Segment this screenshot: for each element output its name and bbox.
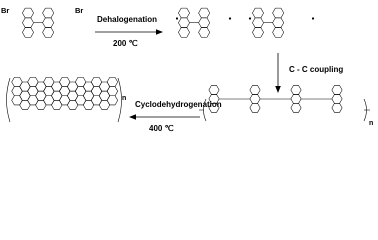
benzene-ring bbox=[42, 27, 55, 38]
dehalogenation-label: Dehalogenation bbox=[97, 15, 157, 24]
benzene-ring bbox=[272, 7, 285, 19]
benzene-ring bbox=[42, 17, 55, 28]
benzene-ring bbox=[290, 94, 302, 104]
biradical-intermediates bbox=[178, 7, 285, 38]
cyclodehydrogenation-label: Cyclodehydrogenation bbox=[135, 100, 222, 109]
coupling-label: C - C coupling bbox=[289, 65, 343, 74]
benzene-ring bbox=[178, 7, 190, 19]
benzene-ring bbox=[208, 103, 220, 113]
radical-dot bbox=[228, 17, 232, 20]
reaction-scheme: Br Br Dehalogenation 200 ℃ C - C couplin… bbox=[1, 6, 373, 133]
bromine-label-left: Br bbox=[1, 6, 9, 15]
cyclodehydrogenation-temperature: 400 ℃ bbox=[149, 124, 174, 133]
polymer-brackets-lower bbox=[6, 77, 122, 123]
benzene-ring bbox=[249, 94, 261, 104]
benzene-ring bbox=[42, 7, 55, 19]
benzene-ring bbox=[331, 85, 343, 95]
benzene-ring bbox=[272, 17, 285, 28]
benzene-ring bbox=[252, 27, 264, 38]
benzene-ring bbox=[290, 103, 302, 113]
benzene-ring bbox=[252, 7, 264, 19]
benzene-ring bbox=[22, 27, 34, 38]
graphene-nanoribbon bbox=[11, 77, 118, 110]
benzene-ring bbox=[272, 27, 285, 38]
cyclodehydrogenation-arrow bbox=[129, 114, 200, 120]
dehalogenation-arrow bbox=[95, 29, 163, 35]
benzene-ring bbox=[252, 17, 264, 28]
benzene-ring bbox=[198, 7, 211, 19]
benzene-ring bbox=[208, 85, 220, 95]
benzene-ring bbox=[290, 85, 302, 95]
benzene-ring bbox=[198, 27, 211, 38]
benzene-ring bbox=[198, 17, 211, 28]
polymer-brackets-upper bbox=[199, 98, 370, 122]
radical-dot bbox=[311, 17, 315, 20]
repeat-index-upper: n bbox=[369, 120, 373, 127]
repeat-index-lower: n bbox=[122, 95, 126, 102]
benzene-ring bbox=[178, 17, 190, 28]
benzene-ring bbox=[106, 95, 118, 106]
benzene-ring bbox=[106, 77, 118, 87]
benzene-ring bbox=[249, 85, 261, 95]
benzene-ring bbox=[22, 17, 34, 28]
radical-dot bbox=[248, 17, 252, 20]
dibromo-bianthryl-monomer bbox=[22, 7, 55, 38]
benzene-ring bbox=[249, 103, 261, 113]
dehalogenation-temperature: 200 ℃ bbox=[113, 39, 138, 48]
benzene-ring bbox=[331, 94, 343, 104]
benzene-ring bbox=[178, 27, 190, 38]
polyanthrylene-chain bbox=[208, 85, 343, 113]
coupling-arrow bbox=[275, 53, 281, 93]
bromine-label-right: Br bbox=[75, 6, 83, 15]
benzene-ring bbox=[331, 103, 343, 113]
benzene-ring bbox=[106, 86, 118, 97]
radical-dot bbox=[175, 17, 179, 20]
benzene-ring bbox=[22, 7, 34, 19]
